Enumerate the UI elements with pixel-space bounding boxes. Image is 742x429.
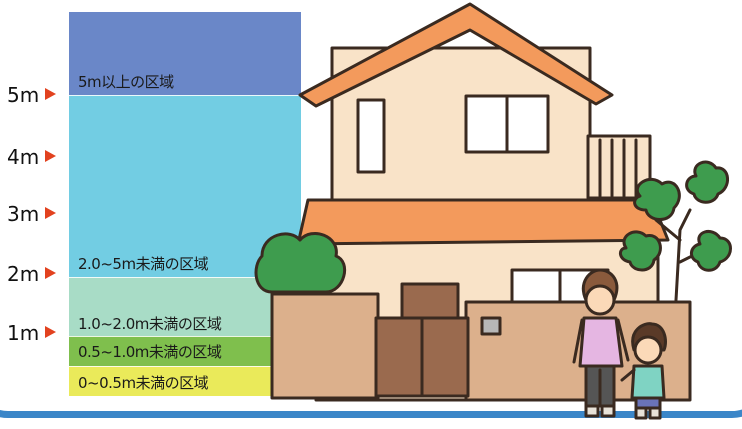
zone-band-0-0.5m [69,366,301,396]
mother-face [584,284,616,316]
tree-leaves [633,177,681,221]
scale-label: 4m [7,145,40,169]
level-line-1m [69,336,309,337]
triangle-marker-icon [45,88,57,100]
zone-label-2-5m: 2.0~5m未満の区域 [78,255,209,273]
scale-label: 1m [7,321,40,345]
upper-window-left [356,98,386,174]
zone-label-0-0.5m: 0~0.5m未満の区域 [78,374,209,392]
scale-mark-2m: 2m [7,262,57,286]
zone-label-5m-plus: 5m以上の区域 [78,73,174,91]
scale-label: 5m [7,83,40,107]
border-frame [0,0,742,418]
scale-mark-1m: 1m [7,321,57,345]
eaves [296,198,670,246]
mother-shirt [578,316,624,368]
level-line-0.5m [69,366,309,367]
triangle-marker-icon [45,207,57,219]
bush [254,231,347,294]
scale-mark-4m: 4m [7,145,57,169]
zone-band-5m-plus [69,12,301,95]
roof [298,2,614,108]
level-line-2m [69,277,309,278]
scale-label: 3m [7,202,40,226]
triangle-marker-icon [45,150,57,162]
level-line-5m [69,95,309,96]
scale-mark-5m: 5m [7,83,57,107]
scale-label: 2m [7,262,40,286]
intercom [480,316,502,336]
fence-left [270,292,380,400]
zone-label-1-2m: 1.0~2.0m未満の区域 [78,315,222,333]
scale-mark-3m: 3m [7,202,57,226]
child-face [633,335,663,365]
triangle-marker-icon [45,267,57,279]
zone-band-0.5-1m [69,336,301,366]
triangle-marker-icon [45,326,57,338]
gate-post [400,282,460,322]
child-shorts [634,396,662,410]
child-shirt [630,364,666,400]
zone-label-0.5-1m: 0.5~1.0m未満の区域 [78,343,222,361]
